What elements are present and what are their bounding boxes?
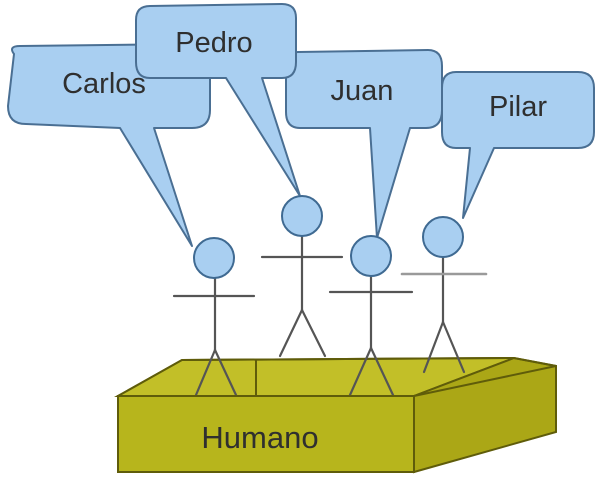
head-carlos	[193, 237, 235, 279]
stick-figure-pilar	[400, 216, 488, 374]
humano-box-back	[114, 357, 515, 397]
speech-bubble-pilar: Pilar	[441, 71, 595, 219]
bubble-label-pilar: Pilar	[489, 91, 547, 123]
head-pedro	[281, 195, 323, 237]
humano-box: Humano	[117, 356, 557, 474]
stick-figure-juan	[328, 235, 414, 397]
stick-figure-carlos	[172, 237, 256, 397]
stick-figure-pedro	[260, 195, 344, 358]
box-label: Humano	[201, 420, 318, 455]
bubble-label-carlos: Carlos	[62, 68, 146, 100]
bubble-label-pedro: Pedro	[175, 27, 252, 59]
bubble-label-juan: Juan	[331, 75, 394, 107]
speech-bubble-carlos: Carlos	[7, 43, 212, 247]
speech-bubble-pedro: Pedro	[135, 3, 301, 197]
head-pilar	[422, 216, 464, 258]
head-juan	[350, 235, 392, 277]
